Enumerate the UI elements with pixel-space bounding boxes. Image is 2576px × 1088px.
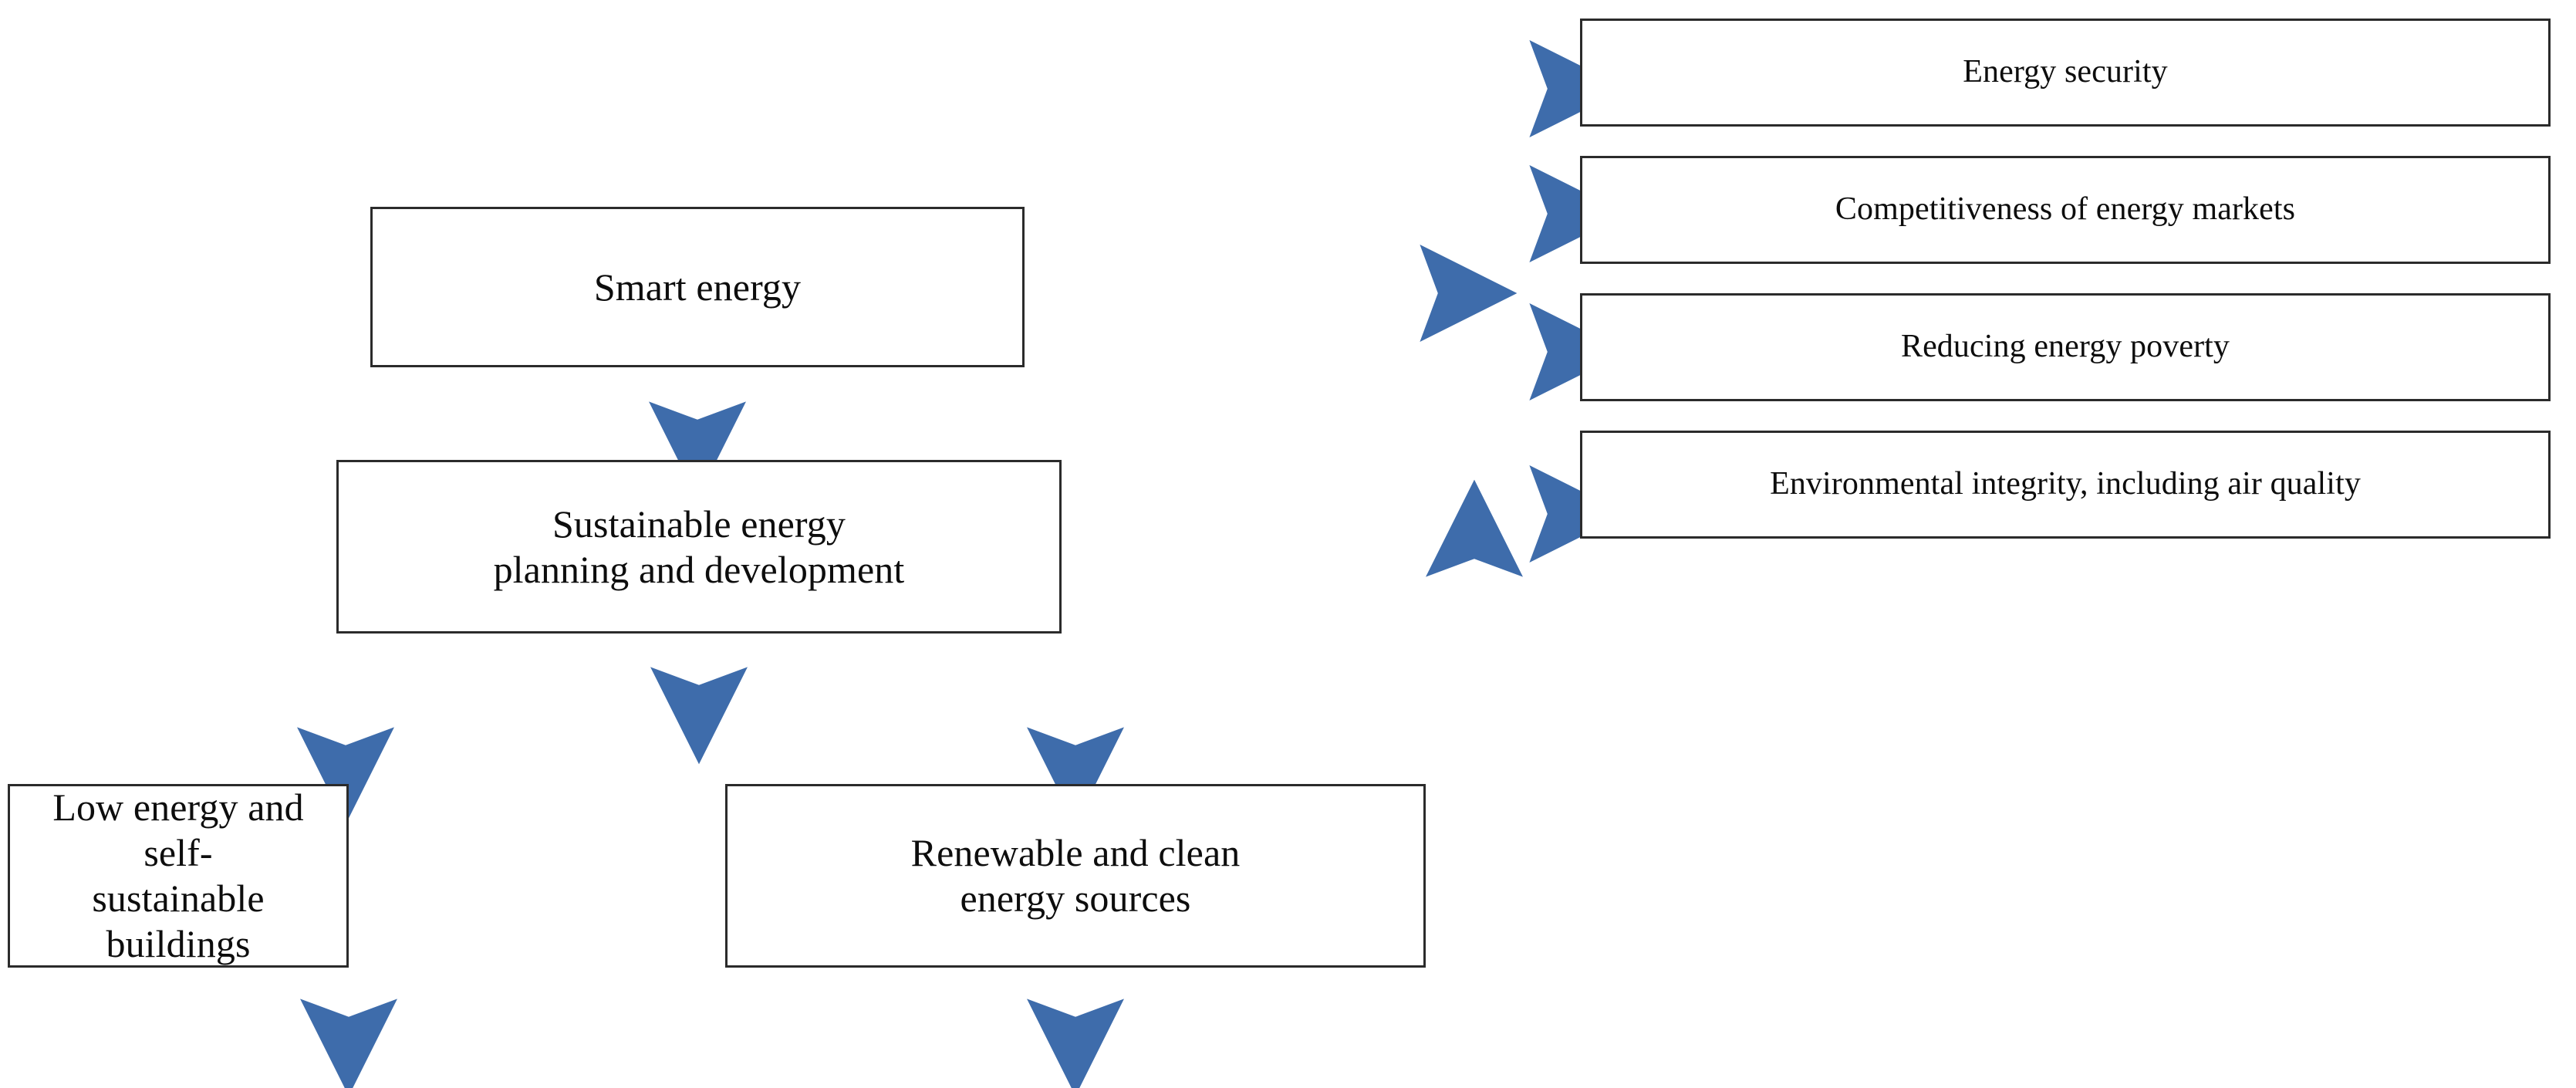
node-low-energy-buildings[interactable]: Low energy and self- sustainable buildin… xyxy=(8,784,349,968)
node-reducing-energy-poverty[interactable]: Reducing energy poverty xyxy=(1580,293,2551,401)
node-energy-security[interactable]: Energy security xyxy=(1580,19,2551,127)
node-renewable-clean-energy[interactable]: Renewable and clean energy sources xyxy=(725,784,1426,968)
edge-sustainable-split xyxy=(297,634,1124,825)
node-energy-security-label: Energy security xyxy=(1963,54,2168,90)
node-environmental-integrity-label: Environmental integrity, including air q… xyxy=(1770,466,2361,502)
node-environmental-integrity[interactable]: Environmental integrity, including air q… xyxy=(1580,431,2551,539)
node-reducing-energy-poverty-label: Reducing energy poverty xyxy=(1900,329,2230,365)
node-renewable-clean-energy-label: Renewable and clean energy sources xyxy=(910,831,1241,920)
node-low-energy-buildings-label: Low energy and self- sustainable buildin… xyxy=(52,786,304,965)
node-sustainable-energy-planning[interactable]: Sustainable energy planning and developm… xyxy=(336,460,1062,634)
node-smart-energy[interactable]: Smart energy xyxy=(370,207,1025,367)
node-competitiveness-energy-markets-label: Competitiveness of energy markets xyxy=(1835,191,2296,228)
node-competitiveness-energy-markets[interactable]: Competitiveness of energy markets xyxy=(1580,156,2551,264)
node-smart-energy-label: Smart energy xyxy=(593,265,802,309)
node-sustainable-energy-planning-label: Sustainable energy planning and developm… xyxy=(493,502,905,591)
